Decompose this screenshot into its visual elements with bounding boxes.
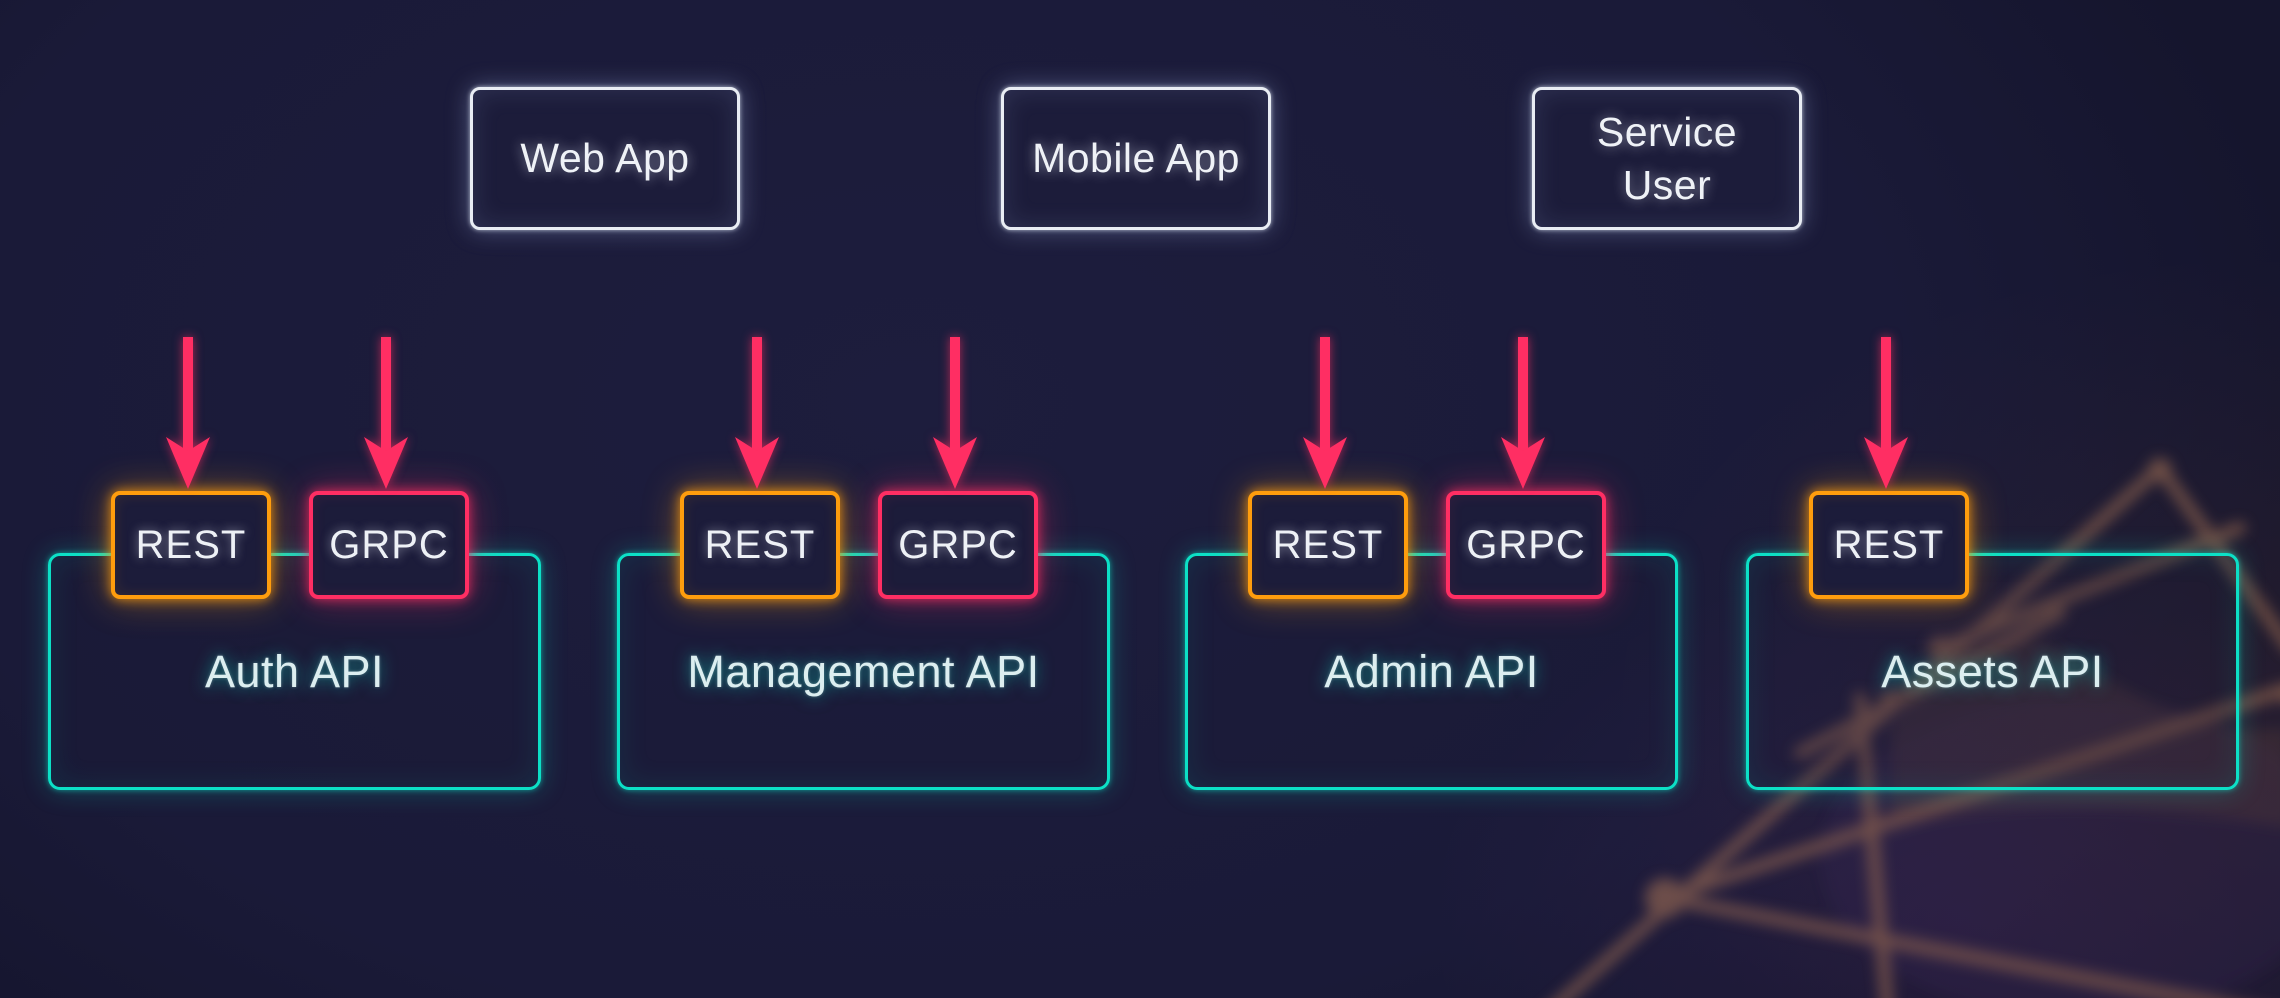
api-name-label: Management API [687,645,1040,697]
api-name-label: Admin API [1324,645,1539,697]
arrow-down-icon [735,337,779,489]
protocol-label: REST [1272,522,1384,567]
grpc-protocol-chip: GRPC [878,491,1038,599]
protocol-label: GRPC [1466,522,1586,567]
arrow-down-icon [1501,337,1545,489]
client-label: Service User [1596,109,1738,208]
api-name-label: Auth API [204,645,385,697]
api-container-assets: REST Assets API [1746,491,2239,790]
grpc-protocol-chip: GRPC [309,491,469,599]
protocol-label: GRPC [329,522,449,567]
arrow-down-icon [1303,337,1347,489]
api-container-admin: REST GRPC Admin API [1185,491,1678,790]
api-container-management: REST GRPC Management API [617,491,1110,790]
api-container-auth: REST GRPC Auth API [48,491,541,790]
rest-protocol-chip: REST [111,491,271,599]
protocol-label: REST [704,522,816,567]
client-label: Web App [520,135,690,182]
client-box-service-user: Service User [1532,87,1802,230]
protocol-label: REST [135,522,247,567]
rest-protocol-chip: REST [1809,491,1969,599]
client-label: Mobile App [1032,135,1240,182]
arrow-down-icon [364,337,408,489]
grpc-protocol-chip: GRPC [1446,491,1606,599]
arrow-down-icon [933,337,977,489]
arrow-down-icon [166,337,210,489]
client-box-web-app: Web App [470,87,740,230]
rest-protocol-chip: REST [680,491,840,599]
rest-protocol-chip: REST [1248,491,1408,599]
protocol-label: REST [1833,522,1945,567]
client-box-mobile-app: Mobile App [1001,87,1271,230]
arrow-down-icon [1864,337,1908,489]
protocol-label: GRPC [898,522,1018,567]
